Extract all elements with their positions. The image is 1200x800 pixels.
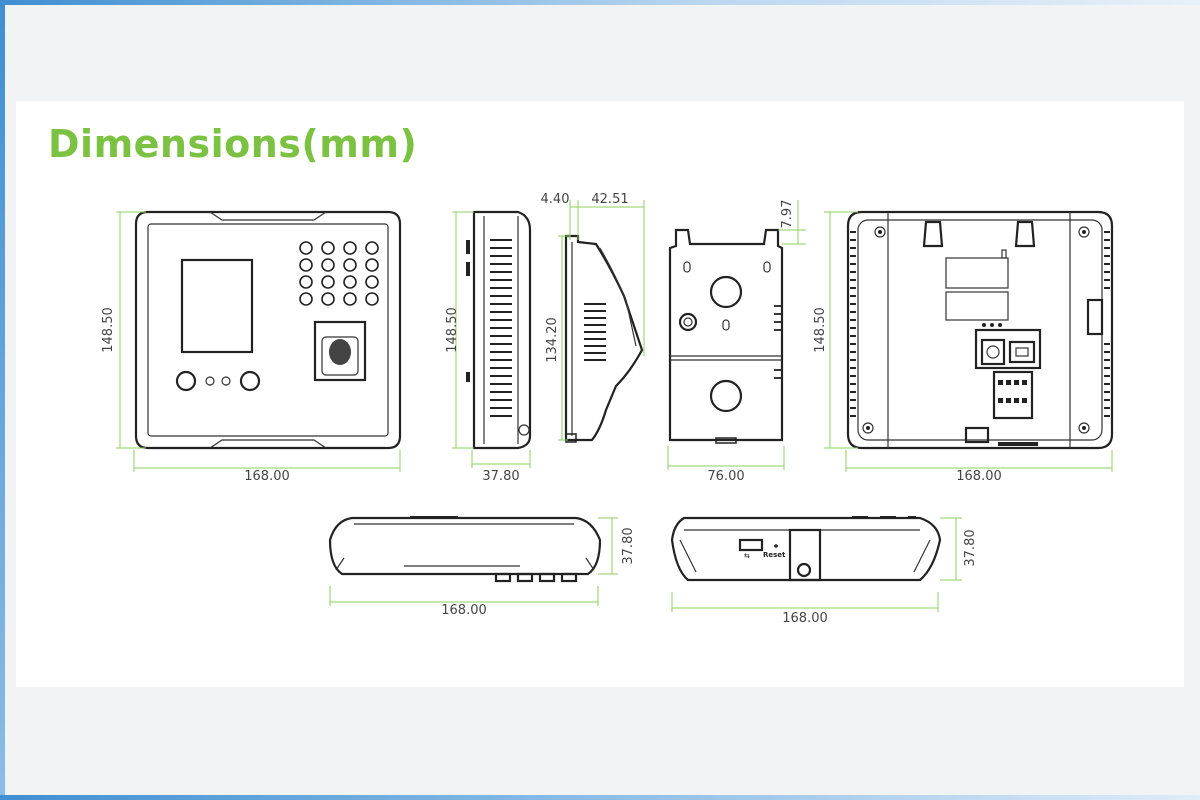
plate-top-label: 7.97 [780, 200, 795, 229]
bottom-view: ⇆ Reset 168.00 37.80 [670, 516, 978, 626]
bracket-side-view: 4.40 42.51 134.20 [541, 192, 645, 443]
content-panel [16, 101, 1184, 687]
mounting-plate-view: 76.00 7.97 [667, 200, 806, 484]
connector-panel [974, 323, 1042, 420]
front-height-label: 148.50 [101, 307, 116, 353]
back-view: 168.00 148.50 [813, 210, 1114, 484]
bracket-height-label: 134.20 [545, 317, 560, 363]
bottom-depth-label: 37.80 [963, 529, 978, 566]
keypad [299, 241, 379, 306]
plate-width-label: 76.00 [707, 469, 744, 484]
top-depth-label: 37.80 [621, 527, 636, 564]
left-border [0, 0, 5, 800]
side-height-label: 148.50 [445, 307, 460, 353]
back-height-label: 148.50 [813, 307, 828, 353]
top-width-label: 168.00 [441, 603, 487, 618]
front-view: 168.00 148.50 [101, 210, 402, 484]
bottom-border [0, 795, 1200, 800]
bracket-offset-label: 4.40 [541, 192, 570, 207]
top-border [0, 0, 1200, 5]
top-view: 168.00 37.80 [328, 516, 636, 618]
reset-label: Reset [763, 551, 786, 559]
front-width-label: 168.00 [244, 469, 290, 484]
fingerprint-sensor [313, 320, 367, 382]
back-width-label: 168.00 [956, 469, 1002, 484]
page-title: Dimensions(mm) [48, 122, 418, 166]
usb-icon: ⇆ [744, 552, 750, 560]
screen [180, 258, 254, 354]
side-depth-label: 37.80 [482, 469, 519, 484]
bottom-width-label: 168.00 [782, 611, 828, 626]
bracket-depth-label: 42.51 [591, 192, 628, 207]
side-view: 37.80 148.50 [445, 210, 532, 484]
